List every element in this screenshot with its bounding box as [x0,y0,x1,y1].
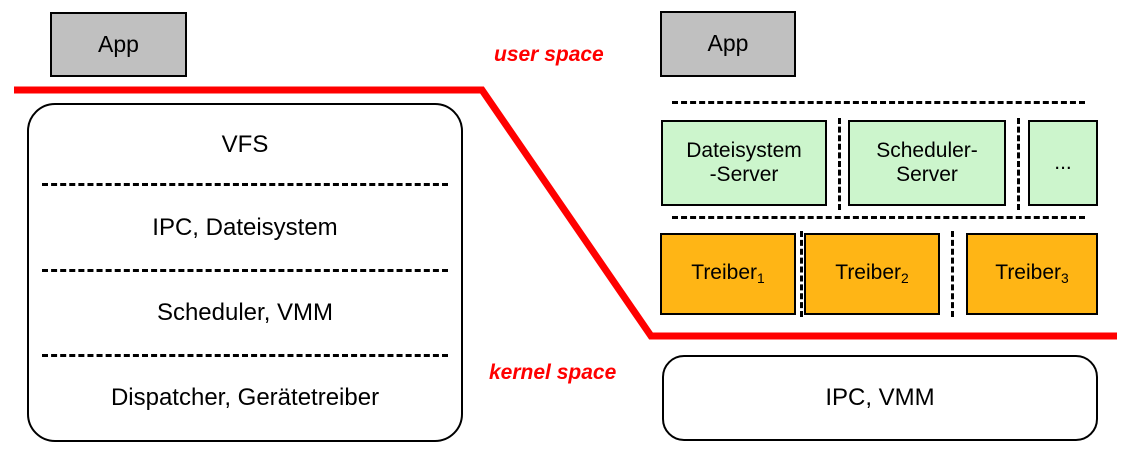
server-label-line2: Server [896,163,958,186]
microkernel-core-label: IPC, VMM [825,383,935,411]
driver-index: 3 [1061,270,1069,287]
driver-name: Treiber [995,261,1062,285]
server-label-line2: -Server [709,163,779,186]
monolithic-layer-label: IPC, Dateisystem [152,214,338,242]
monolithic-layer-label: VFS [221,131,269,159]
driver-separator-1 [800,231,803,317]
server-separator-2 [1017,118,1020,210]
driver-box-treiber-1: Treiber1 [660,233,796,315]
driver-index: 2 [901,270,909,287]
driver-box-treiber-3: Treiber3 [966,233,1098,315]
microkernel-app-box: App [660,11,796,77]
monolithic-kernel-box: VFS IPC, Dateisystem Scheduler, VMM Disp… [27,103,463,442]
driver-box-treiber-2: Treiber2 [804,233,940,315]
server-box-dateisystem: Dateisystem -Server [661,120,827,206]
monolithic-separator-3 [42,354,448,357]
server-box-ellipsis: ... [1028,120,1098,206]
server-row-top-rail [672,101,1085,104]
microkernel-core-box: IPC, VMM [662,355,1098,441]
driver-label: Treiber2 [835,261,908,286]
driver-label: Treiber3 [995,261,1068,286]
driver-separator-2 [951,231,954,317]
monolithic-layer-label: Scheduler, VMM [156,299,334,327]
monolithic-app-box: App [50,12,187,77]
driver-label: Treiber1 [691,261,764,286]
driver-name: Treiber [691,261,758,285]
user-space-label: user space [494,43,604,66]
server-box-scheduler: Scheduler- Server [848,120,1006,206]
monolithic-layer-ipc-dateisystem: IPC, Dateisystem [29,186,461,271]
server-row-bottom-rail [672,216,1085,219]
monolithic-layer-scheduler-vmm: Scheduler, VMM [29,271,461,356]
server-label-line1: Dateisystem [686,139,802,163]
monolithic-app-label: App [98,30,139,57]
server-separator-1 [838,118,841,210]
microkernel-app-label: App [707,30,749,57]
driver-index: 1 [757,270,765,287]
monolithic-layer-label: Dispatcher, Gerätetreiber [110,383,380,411]
server-label-line1: ... [1054,151,1072,175]
kernel-space-label: kernel space [489,361,617,384]
monolithic-layer-dispatcher-geraetetreiber: Dispatcher, Gerätetreiber [29,356,461,440]
server-label-line1: Scheduler- [876,139,978,163]
driver-name: Treiber [835,261,902,285]
monolithic-layer-vfs: VFS [29,105,461,186]
